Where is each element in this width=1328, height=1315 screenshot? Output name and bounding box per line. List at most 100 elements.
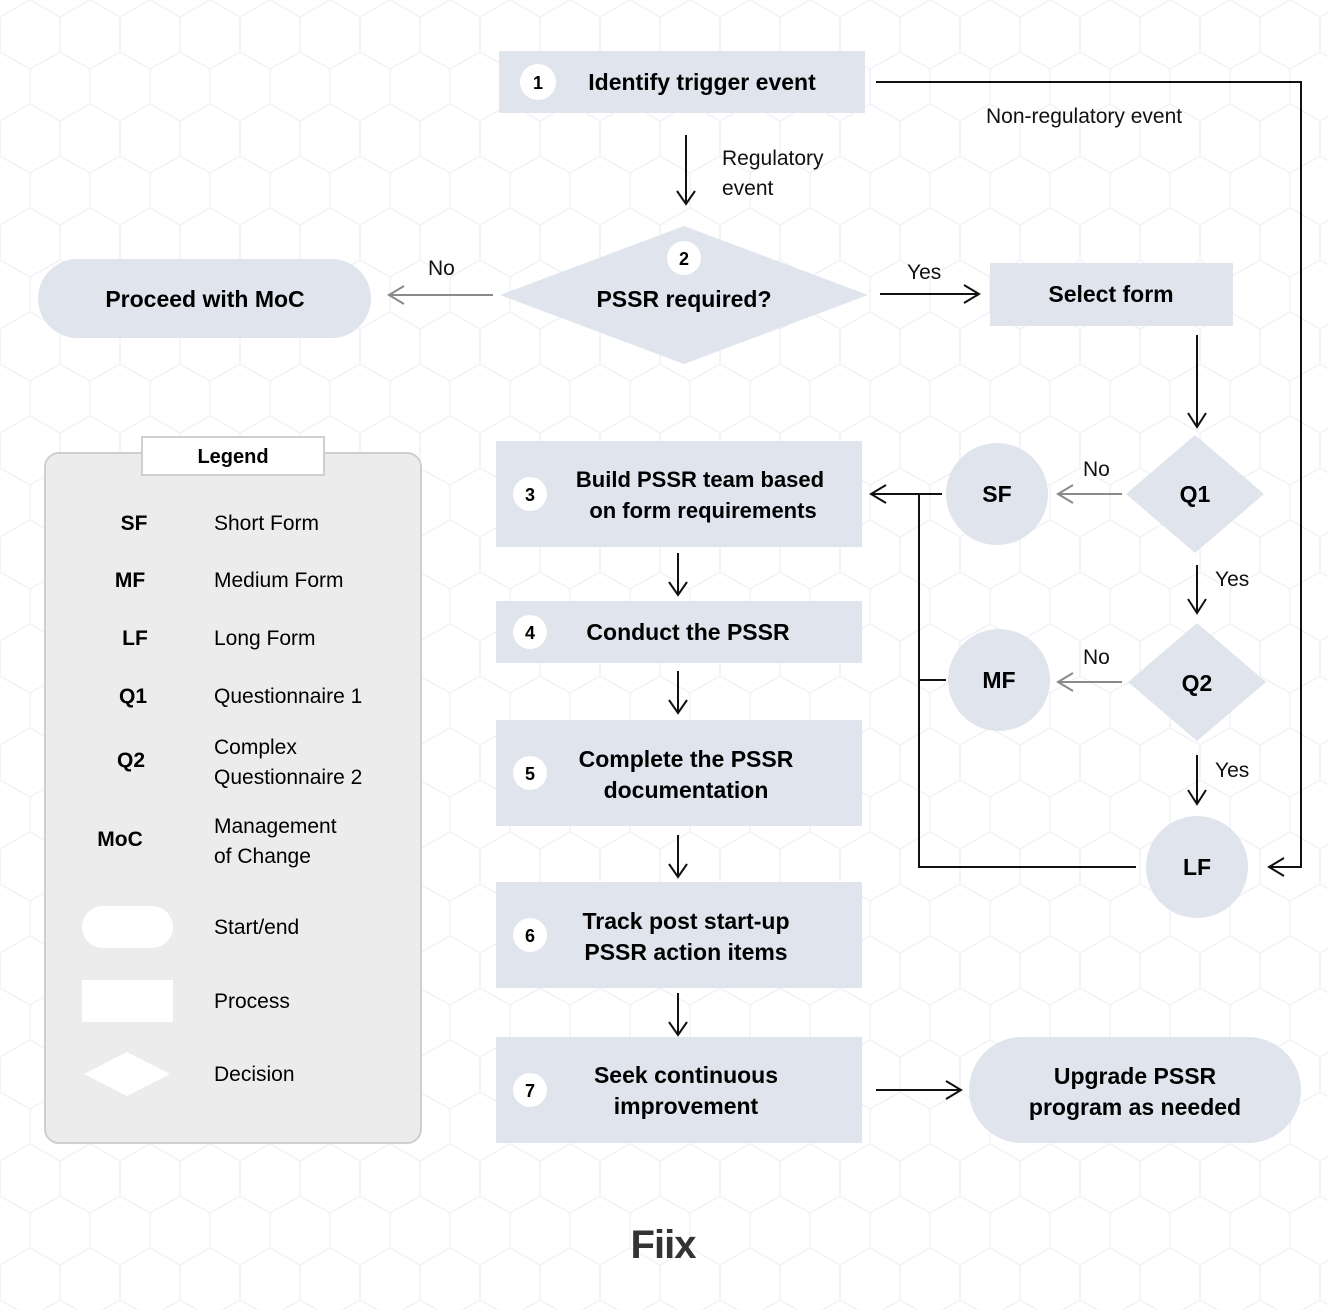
- arrowhead-5-6: [668, 863, 688, 879]
- step-5-badge: [513, 756, 547, 790]
- legend-desc: Management: [214, 815, 337, 838]
- legend-panel: [44, 452, 422, 1144]
- arrowhead-4-5: [668, 699, 688, 715]
- step-6-line2: PSSR action items: [584, 939, 787, 965]
- legend-desc: Short Form: [214, 512, 319, 535]
- legend-entries: SF Short Form MF Medium Form LF Long For…: [97, 512, 362, 868]
- step-1: 1 Identify trigger event: [499, 51, 865, 113]
- step-4-label: Conduct the PSSR: [586, 619, 790, 645]
- legend-process-label: Process: [214, 990, 290, 1013]
- step-2: 2 PSSR required?: [500, 226, 868, 364]
- terminal-moc-label: Proceed with MoC: [105, 286, 304, 312]
- legend-title-box: [141, 436, 325, 476]
- arrowhead-7-upgrade: [945, 1080, 963, 1100]
- step-5-line1: Complete the PSSR: [579, 746, 794, 772]
- step-5-line2: documentation: [604, 777, 769, 803]
- step-1-badge: [520, 64, 556, 100]
- arrowhead-q1-sf: [1056, 484, 1074, 504]
- legend-desc: Medium Form: [214, 569, 344, 592]
- step-2-diamond: [500, 226, 868, 364]
- sf-circle: [946, 443, 1048, 545]
- select-form-label: Select form: [1048, 281, 1173, 307]
- arrowhead-3-4: [668, 581, 688, 597]
- step-3-number: 3: [525, 485, 535, 505]
- step-2-label: PSSR required?: [596, 286, 771, 312]
- decision-q1: Q1: [1126, 435, 1264, 553]
- step-7-badge: [513, 1073, 547, 1107]
- lf-circle: [1146, 816, 1248, 918]
- legend-desc: of Change: [214, 845, 311, 868]
- step-1-box: [499, 51, 865, 113]
- arrowhead-q2-lf: [1187, 789, 1207, 806]
- label-regulatory-2: event: [722, 177, 774, 200]
- label-yes-q1: Yes: [1215, 568, 1249, 591]
- label-no-q2: No: [1083, 646, 1110, 669]
- arrowhead-collector-3: [869, 484, 887, 504]
- step-7: 7 Seek continuous improvement: [496, 1037, 862, 1143]
- step-5: 5 Complete the PSSR documentation: [496, 720, 862, 826]
- label-no-moc: No: [428, 257, 455, 280]
- legend-desc: Questionnaire 1: [214, 685, 362, 708]
- label-yes-select: Yes: [907, 261, 941, 284]
- terminal-moc-shape: [38, 259, 371, 338]
- lf-label: LF: [1183, 854, 1211, 880]
- legend-desc: Questionnaire 2: [214, 766, 362, 789]
- step-3-box: [496, 441, 862, 547]
- legend-decision-label: Decision: [214, 1063, 295, 1086]
- step-1-label: Identify trigger event: [588, 69, 816, 95]
- step-2-number: 2: [679, 249, 689, 269]
- q2-diamond: [1128, 623, 1266, 741]
- label-no-q1: No: [1083, 458, 1110, 481]
- legend: Legend SF Short Form MF Medium Form LF L…: [44, 436, 422, 1144]
- label-regulatory-1: Regulatory: [722, 147, 824, 170]
- legend-abbr: Q1: [119, 685, 147, 708]
- step-7-line1: Seek continuous: [594, 1062, 778, 1088]
- legend-start-end-shape: [82, 906, 173, 948]
- step-6-badge: [513, 918, 547, 952]
- label-yes-q2: Yes: [1215, 759, 1249, 782]
- terminal-upgrade-shape: [969, 1037, 1301, 1143]
- step-4: 4 Conduct the PSSR: [496, 601, 862, 663]
- fiix-logo: Fiix: [631, 1223, 697, 1267]
- step-3-badge: [513, 477, 547, 511]
- terminal-upgrade: Upgrade PSSR program as needed: [969, 1037, 1301, 1143]
- select-form-box: [990, 263, 1233, 326]
- connector-lf-collector: [918, 494, 1136, 868]
- step-5-box: [496, 720, 862, 826]
- edge-labels: Regulatory event Non-regulatory event No…: [428, 105, 1249, 782]
- node-mf: MF: [948, 629, 1050, 731]
- step-2-badge: [667, 241, 701, 275]
- arrowhead-select-q1: [1187, 412, 1207, 429]
- sf-label: SF: [982, 481, 1011, 507]
- connector-nonregulatory: [876, 81, 1302, 868]
- step-6-number: 6: [525, 926, 535, 946]
- legend-abbr: SF: [121, 512, 148, 535]
- step-3-line1: Build PSSR team based: [576, 467, 824, 492]
- terminal-upgrade-line2: program as needed: [1029, 1094, 1241, 1120]
- terminal-upgrade-line1: Upgrade PSSR: [1054, 1063, 1217, 1089]
- legend-abbr: MoC: [97, 828, 143, 851]
- legend-abbr: MF: [115, 569, 145, 592]
- step-5-number: 5: [525, 764, 535, 784]
- arrowhead-q2-mf: [1056, 672, 1074, 692]
- legend-desc: Long Form: [214, 627, 316, 650]
- arrowhead-2-moc: [387, 285, 405, 305]
- label-non-regulatory: Non-regulatory event: [986, 105, 1182, 128]
- arrowhead-6-7: [668, 1021, 688, 1037]
- legend-desc: Complex: [214, 736, 297, 759]
- arrowhead-nonregulatory: [1267, 857, 1285, 877]
- step-6: 6 Track post start-up PSSR action items: [496, 882, 862, 988]
- step-6-line1: Track post start-up: [582, 908, 789, 934]
- mf-label: MF: [982, 667, 1015, 693]
- select-form: Select form: [990, 263, 1233, 326]
- q2-label: Q2: [1182, 670, 1213, 696]
- q1-diamond: [1126, 435, 1264, 553]
- arrowhead-2-select: [963, 284, 981, 304]
- q1-label: Q1: [1180, 481, 1211, 507]
- step-6-box: [496, 882, 862, 988]
- legend-abbr: LF: [122, 627, 148, 650]
- legend-title: Legend: [197, 446, 268, 468]
- node-lf: LF: [1146, 816, 1248, 918]
